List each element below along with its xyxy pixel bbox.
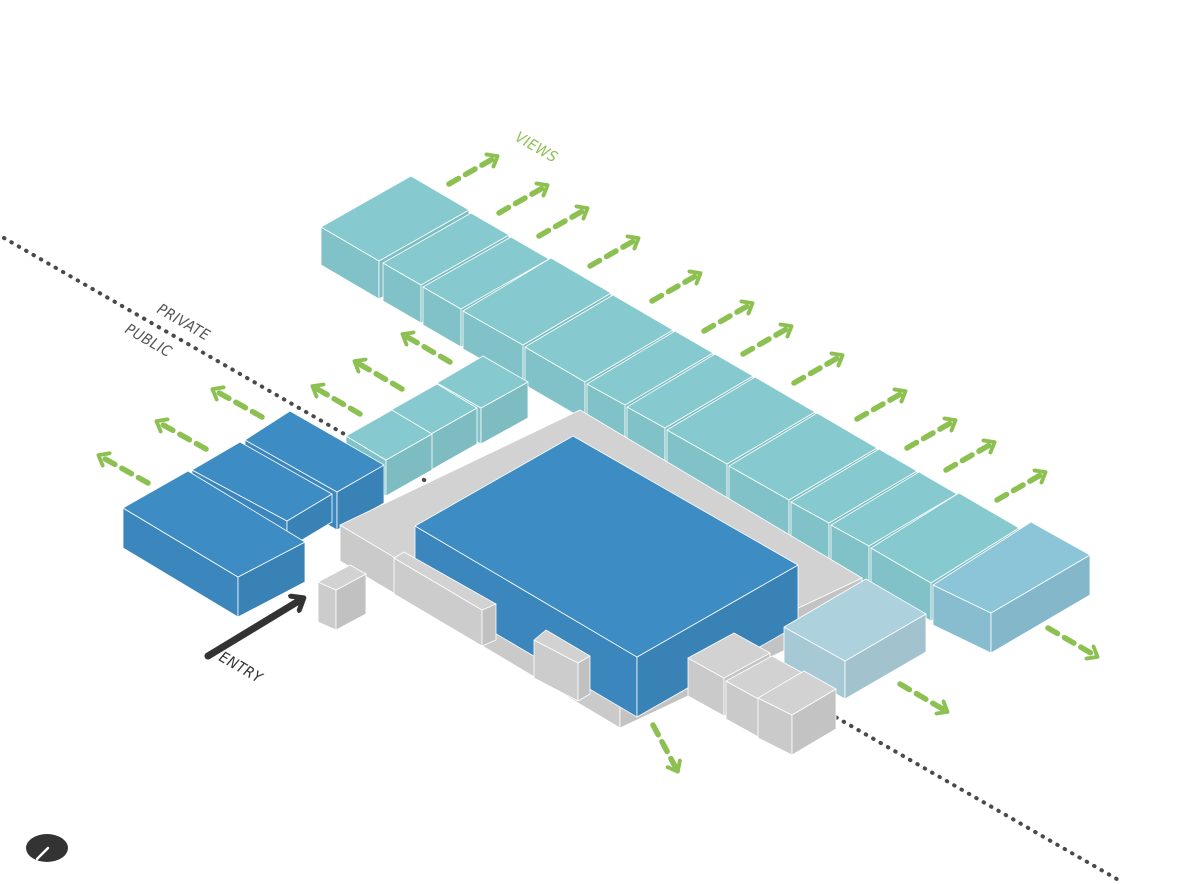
public-label: PUBLIC [122,320,175,361]
entry-arrow [204,599,302,660]
view-arrow [158,422,209,452]
view-arrow [904,421,954,451]
blue-public-block-3 [122,470,306,618]
view-arrow [897,681,946,711]
view-arrow [740,327,790,357]
gray-pedestal [317,564,367,631]
gray-wall [393,551,497,647]
pale-blue-block [783,578,927,700]
view-arrow [446,157,496,187]
view-arrow [100,456,151,486]
views-label: VIEWS [512,128,561,167]
gray-kiosk [533,629,591,702]
view-arrow [650,722,677,770]
view-arrow [649,274,699,304]
view-arrow [943,443,993,473]
view-arrow [356,362,405,392]
view-arrow [791,356,841,386]
view-arrow [1045,625,1096,656]
light-blue-end-block [932,521,1091,654]
view-arrow [404,335,453,365]
view-arrow [496,186,546,216]
view-arrow [701,304,751,334]
massing-blocks [122,175,1091,756]
view-arrow [214,390,265,420]
north-arrow-icon [26,834,68,862]
view-arrows [100,157,1096,770]
view-arrow [994,473,1044,503]
view-arrow [314,387,363,417]
view-arrow [536,209,586,239]
gray-corner-block-3 [757,670,837,756]
entry-label: ENTRY [216,648,267,688]
view-arrow [854,392,904,422]
view-arrow [587,239,637,269]
